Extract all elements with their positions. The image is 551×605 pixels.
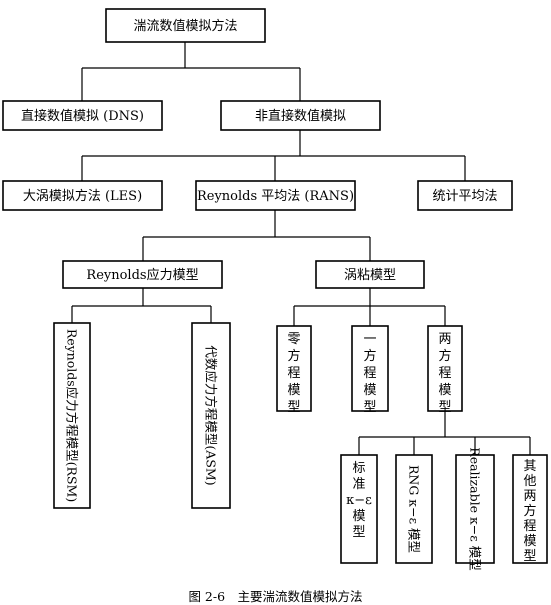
node-non-direct: 非直接数值模拟 xyxy=(220,100,381,131)
svg-text:零方程模型: 零方程模型 xyxy=(287,332,300,415)
node-rng-ke: RNG κ−ε 模型 xyxy=(395,454,433,564)
node-root: 湍流数值模拟方法 xyxy=(105,8,266,43)
svg-text:湍流数值模拟方法: 湍流数值模拟方法 xyxy=(133,18,237,34)
svg-text:标准κ−ε模型: 标准κ−ε模型 xyxy=(346,461,372,540)
node-eddy-viscosity: 涡粘模型 xyxy=(315,260,425,289)
svg-text:其他两方程模型: 其他两方程模型 xyxy=(523,459,536,564)
svg-text:代数应力方程模型(ASM): 代数应力方程模型(ASM) xyxy=(204,345,219,485)
node-asm: 代数应力方程模型(ASM) xyxy=(191,322,231,509)
node-statistical: 统计平均法 xyxy=(417,180,513,211)
node-one-eq: 一方程模型 xyxy=(351,325,389,415)
svg-text:一方程模型: 一方程模型 xyxy=(363,332,376,415)
node-rans: Reynolds 平均法 (RANS) xyxy=(195,180,356,211)
svg-text:Reynolds应力模型: Reynolds应力模型 xyxy=(86,267,198,283)
figure-caption: 图 2-6 主要湍流数值模拟方法 xyxy=(188,589,363,604)
node-zero-eq: 零方程模型 xyxy=(276,325,312,415)
node-les: 大涡模拟方法 (LES) xyxy=(2,180,163,211)
svg-text:两方程模型: 两方程模型 xyxy=(438,332,451,415)
svg-text:Reynolds应力方程模型(RSM): Reynolds应力方程模型(RSM) xyxy=(65,329,80,502)
svg-text:直接数值模拟 (DNS): 直接数值模拟 (DNS) xyxy=(21,108,144,124)
node-dns: 直接数值模拟 (DNS) xyxy=(2,100,163,131)
svg-text:Realizable κ−ε 模型: Realizable κ−ε 模型 xyxy=(468,447,483,570)
node-realizable-ke: Realizable κ−ε 模型 xyxy=(455,447,495,571)
connectors xyxy=(71,42,531,455)
node-other-two-eq: 其他两方程模型 xyxy=(512,454,548,564)
svg-text:涡粘模型: 涡粘模型 xyxy=(344,268,396,283)
node-rsm: Reynolds应力方程模型(RSM) xyxy=(53,322,91,509)
svg-text:RNG κ−ε 模型: RNG κ−ε 模型 xyxy=(407,465,422,553)
node-reynolds-stress: Reynolds应力模型 xyxy=(62,260,223,289)
svg-text:统计平均法: 统计平均法 xyxy=(432,189,497,204)
svg-text:Reynolds 平均法 (RANS): Reynolds 平均法 (RANS) xyxy=(197,189,354,204)
svg-text:大涡模拟方法 (LES): 大涡模拟方法 (LES) xyxy=(23,188,142,204)
node-two-eq: 两方程模型 xyxy=(427,325,463,415)
svg-text:非直接数值模拟: 非直接数值模拟 xyxy=(255,108,346,124)
